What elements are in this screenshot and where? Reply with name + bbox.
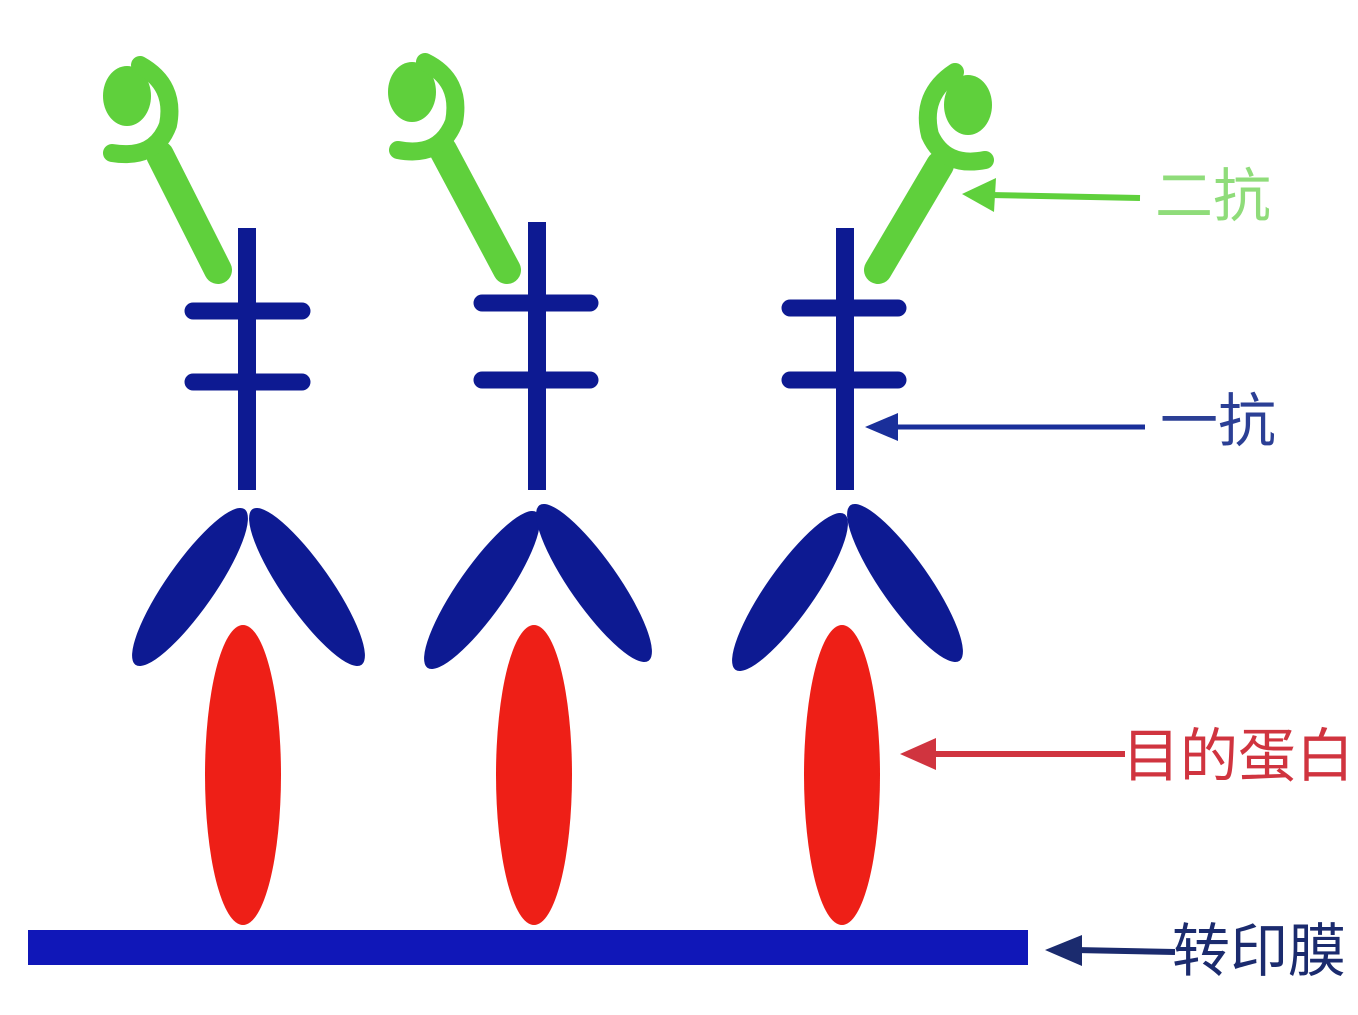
label-transfer-membrane: 转印膜: [1172, 917, 1346, 985]
target-protein-2: [496, 625, 572, 925]
transfer-membrane: [28, 930, 1028, 965]
label-secondary-antibody: 二抗: [1155, 162, 1271, 230]
label-target-protein: 目的蛋白: [1122, 722, 1354, 790]
label-primary-antibody: 一抗: [1160, 387, 1276, 455]
target-protein-1: [205, 625, 281, 925]
target-protein-3: [804, 625, 880, 925]
